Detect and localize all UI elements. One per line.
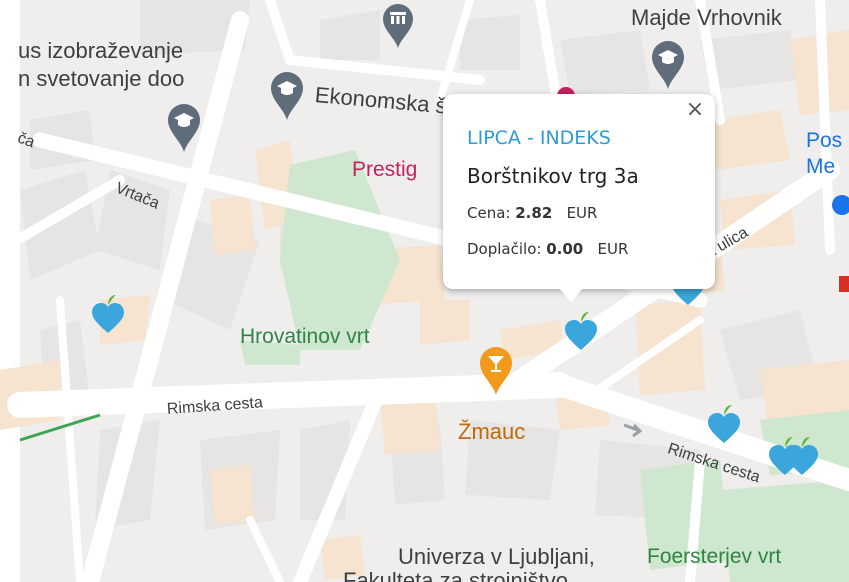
museum-icon[interactable]: [383, 4, 413, 48]
surcharge-row: Doplačilo: 0.00 EUR: [467, 240, 628, 258]
graduation-cap-icon[interactable]: [168, 104, 200, 152]
station-info-popup: × LIPCA - INDEKS Borštnikov trg 3a Cena:…: [443, 94, 715, 302]
station-marker[interactable]: [564, 311, 598, 350]
price-value: 2.82: [515, 204, 553, 222]
graduation-cap-icon[interactable]: [271, 72, 303, 120]
school-label-line2: n svetovanje doo: [18, 66, 185, 91]
cocktail-icon[interactable]: [480, 347, 512, 395]
price-label: Cena:: [467, 204, 511, 222]
school-label-line1: us izobraževanje: [18, 38, 184, 63]
station-marker[interactable]: [91, 294, 125, 333]
univerza-label: Univerza v Ljubljani,: [398, 544, 595, 569]
close-icon[interactable]: ×: [685, 97, 705, 122]
popup-tail: [559, 288, 583, 302]
popup-address: Borštnikov trg 3a: [467, 164, 639, 188]
zmauc-label: Žmauc: [458, 419, 526, 444]
graduation-cap-icon[interactable]: [652, 41, 684, 89]
majde-vrhovnik-label: Majde Vrhovnik: [631, 5, 782, 30]
prestige-label: Prestig: [352, 158, 418, 181]
surcharge-value: 0.00: [546, 240, 584, 258]
station-marker[interactable]: [707, 404, 741, 443]
posta-label-line2: Me: [806, 155, 836, 178]
surcharge-label: Doplačilo:: [467, 240, 542, 258]
price-currency: EUR: [566, 204, 598, 222]
surcharge-currency: EUR: [597, 240, 629, 258]
hrovatinov-vrt-label: Hrovatinov vrt: [240, 325, 370, 348]
station-marker[interactable]: [785, 436, 819, 475]
price-row: Cena: 2.82 EUR: [467, 204, 597, 222]
fakulteta-label: Fakulteta za strojništvo: [343, 568, 568, 582]
popup-title: LIPCA - INDEKS: [467, 127, 611, 149]
posta-label-line1: Pos: [806, 129, 843, 152]
foersterjev-vrt-label: Foersterjev vrt: [647, 545, 782, 568]
